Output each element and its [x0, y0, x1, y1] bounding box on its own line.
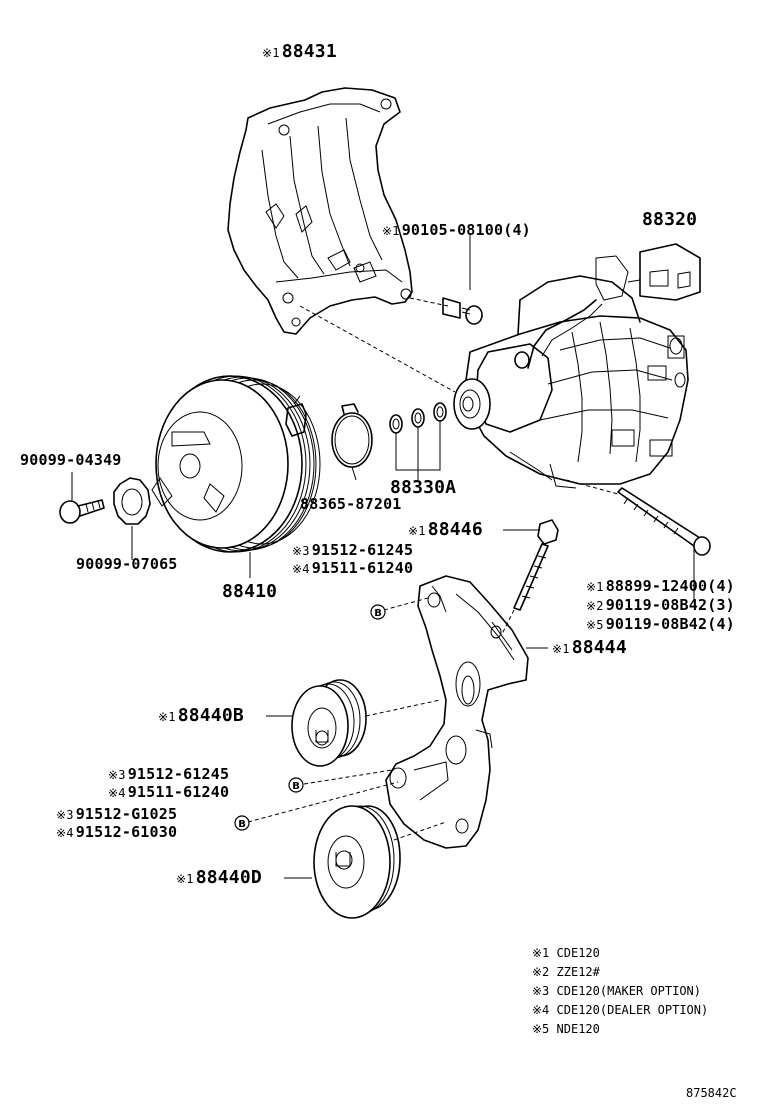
- callout-b-1-text: B: [374, 608, 382, 619]
- label-88410: 88410: [222, 581, 278, 602]
- label-88330A: 88330A: [390, 477, 457, 498]
- label-90099-04349: 90099-04349: [20, 451, 122, 469]
- note-5: ※5 NDE120: [532, 1022, 600, 1036]
- callout-b-3: B: [234, 815, 250, 831]
- note-1: ※1 CDE120: [532, 946, 600, 960]
- bolt-88899-drawing: [617, 487, 711, 600]
- diagram-code: 875842C: [686, 1086, 737, 1100]
- idler-bracket-88444-drawing: [385, 575, 548, 849]
- magnetic-clutch-88410-drawing: [151, 375, 321, 553]
- shims-88330A-drawing: [389, 402, 447, 480]
- note-3: ※3 CDE120(MAKER OPTION): [532, 984, 702, 998]
- callout-b-2: B: [288, 777, 304, 793]
- compressor-88320-drawing: [453, 243, 701, 489]
- callout-b-3-text: B: [238, 819, 246, 830]
- callout-b-1: B: [370, 604, 386, 620]
- idler-pulley-88440D-drawing: [284, 805, 447, 919]
- callout-b-2-text: B: [292, 781, 300, 792]
- snap-ring-88365-drawing: [331, 403, 373, 481]
- compressor-bracket-88431-drawing: [227, 87, 413, 335]
- label-90099-07065: 90099-07065: [76, 555, 178, 573]
- bolt-90099-04349-drawing: [59, 472, 105, 524]
- label-88365-87201: 88365-87201: [300, 495, 402, 513]
- label-88320: 88320: [642, 209, 698, 230]
- bolt-88446-drawing: [501, 519, 559, 635]
- note-2: ※2 ZZE12#: [532, 965, 600, 979]
- idler-pulley-88440B-drawing: [266, 679, 441, 767]
- note-4: ※4 CDE120(DEALER OPTION): [532, 1003, 709, 1017]
- lock-washer-90099-07065-drawing: [113, 477, 151, 560]
- bolt-90105-drawing: [442, 234, 483, 325]
